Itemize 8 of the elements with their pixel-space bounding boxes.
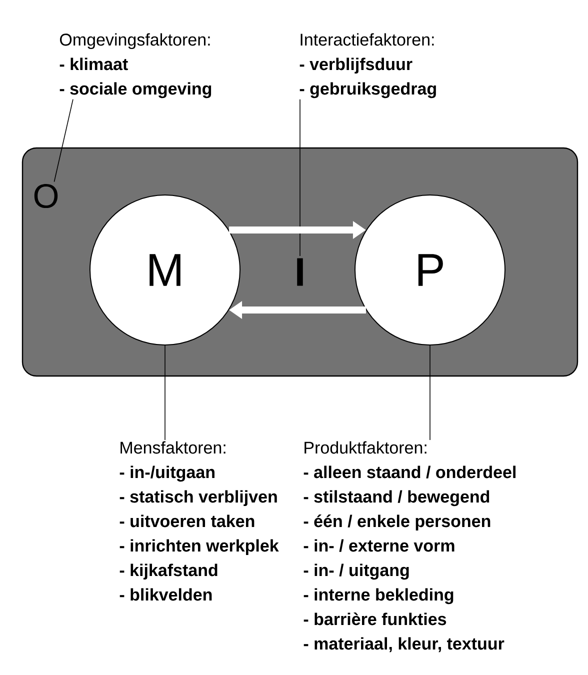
leader-line	[164, 345, 166, 440]
factor-list: Omgevingsfaktoren: - klimaat - sociale omgeving	[60, 33, 212, 98]
factor-letter: O	[34, 184, 58, 208]
factor-list: Mensfaktoren: - in-/uitgaan - statisch verblijven - uitvoeren taken - inrichten werkplek - kijkafstand - blikvelden	[120, 441, 279, 601]
leader-line	[54, 98, 74, 182]
factor-letter: I	[297, 258, 303, 286]
factor-list: Produktfaktoren: - alleen staand / onderdeel - stilstaand / bewegend - één / enkele personen - in- / externe vorm - in- / uitgang - interne bekleding - barrière funkties - materiaal, kleur, textuur	[304, 441, 516, 652]
factor-list: Interactiefaktoren: - verblijfsduur - gebruiksgedrag	[300, 33, 436, 98]
